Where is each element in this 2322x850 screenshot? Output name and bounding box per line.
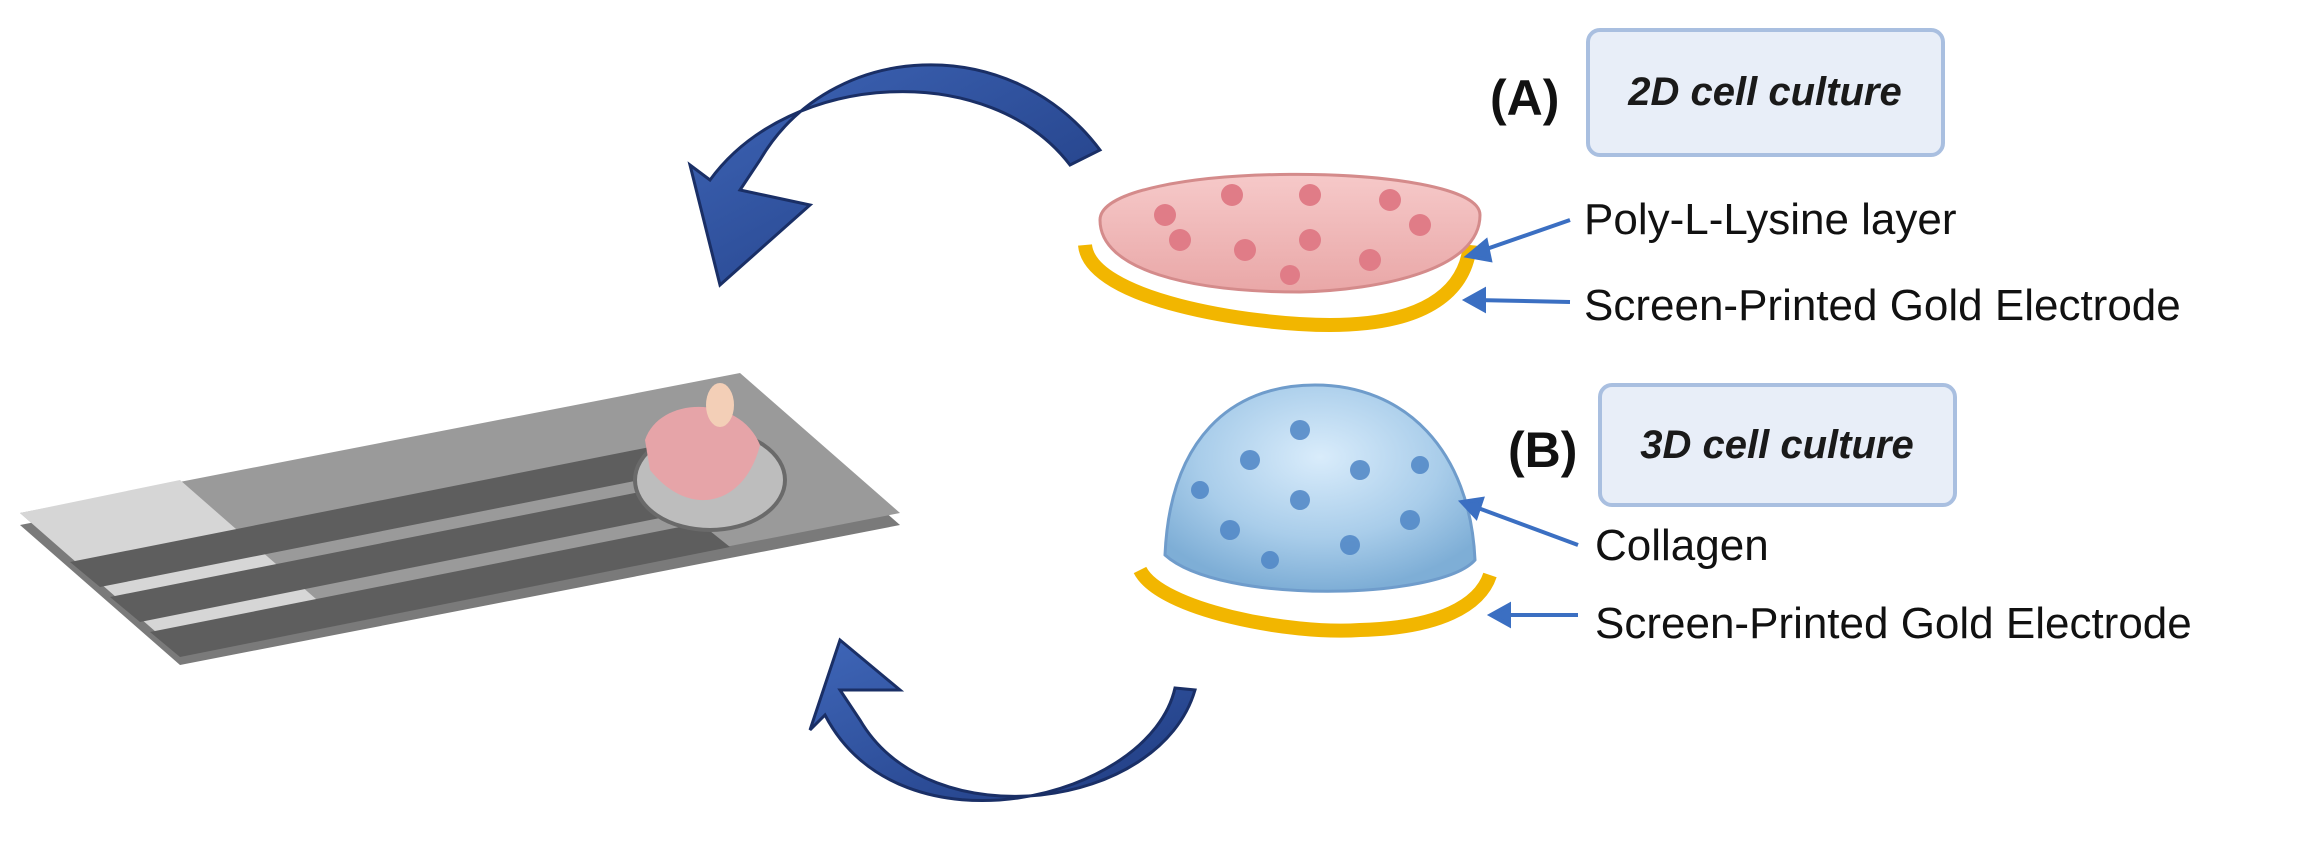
top-curved-arrow-icon: [687, 63, 1103, 288]
panel-a-title-box: 2D cell culture: [1586, 28, 1945, 157]
electrode-chip-icon: [20, 373, 900, 665]
collagen-dome-icon: [1133, 383, 1497, 638]
cell-layer-icon: [1078, 172, 1482, 333]
panel-a-title: 2D cell culture: [1627, 70, 1901, 114]
bottom-curved-arrow-icon: [808, 637, 1197, 803]
panel-b-pointers: [1457, 496, 1579, 629]
panel-b-title: 3D cell culture: [1640, 423, 1913, 467]
panel-a-letter: (A): [1490, 70, 1559, 126]
panel-a-pointers: [1461, 218, 1571, 314]
panel-a-electrode-label: Screen-Printed Gold Electrode: [1584, 281, 2181, 330]
panel-a-layer-label: Poly-L-Lysine layer: [1584, 195, 1957, 244]
panel-b-letter: (B): [1508, 422, 1577, 478]
panel-b-layer-label: Collagen: [1595, 521, 1769, 570]
panel-b-title-box: 3D cell culture: [1598, 383, 1957, 507]
panel-b-electrode-label: Screen-Printed Gold Electrode: [1595, 599, 2192, 648]
